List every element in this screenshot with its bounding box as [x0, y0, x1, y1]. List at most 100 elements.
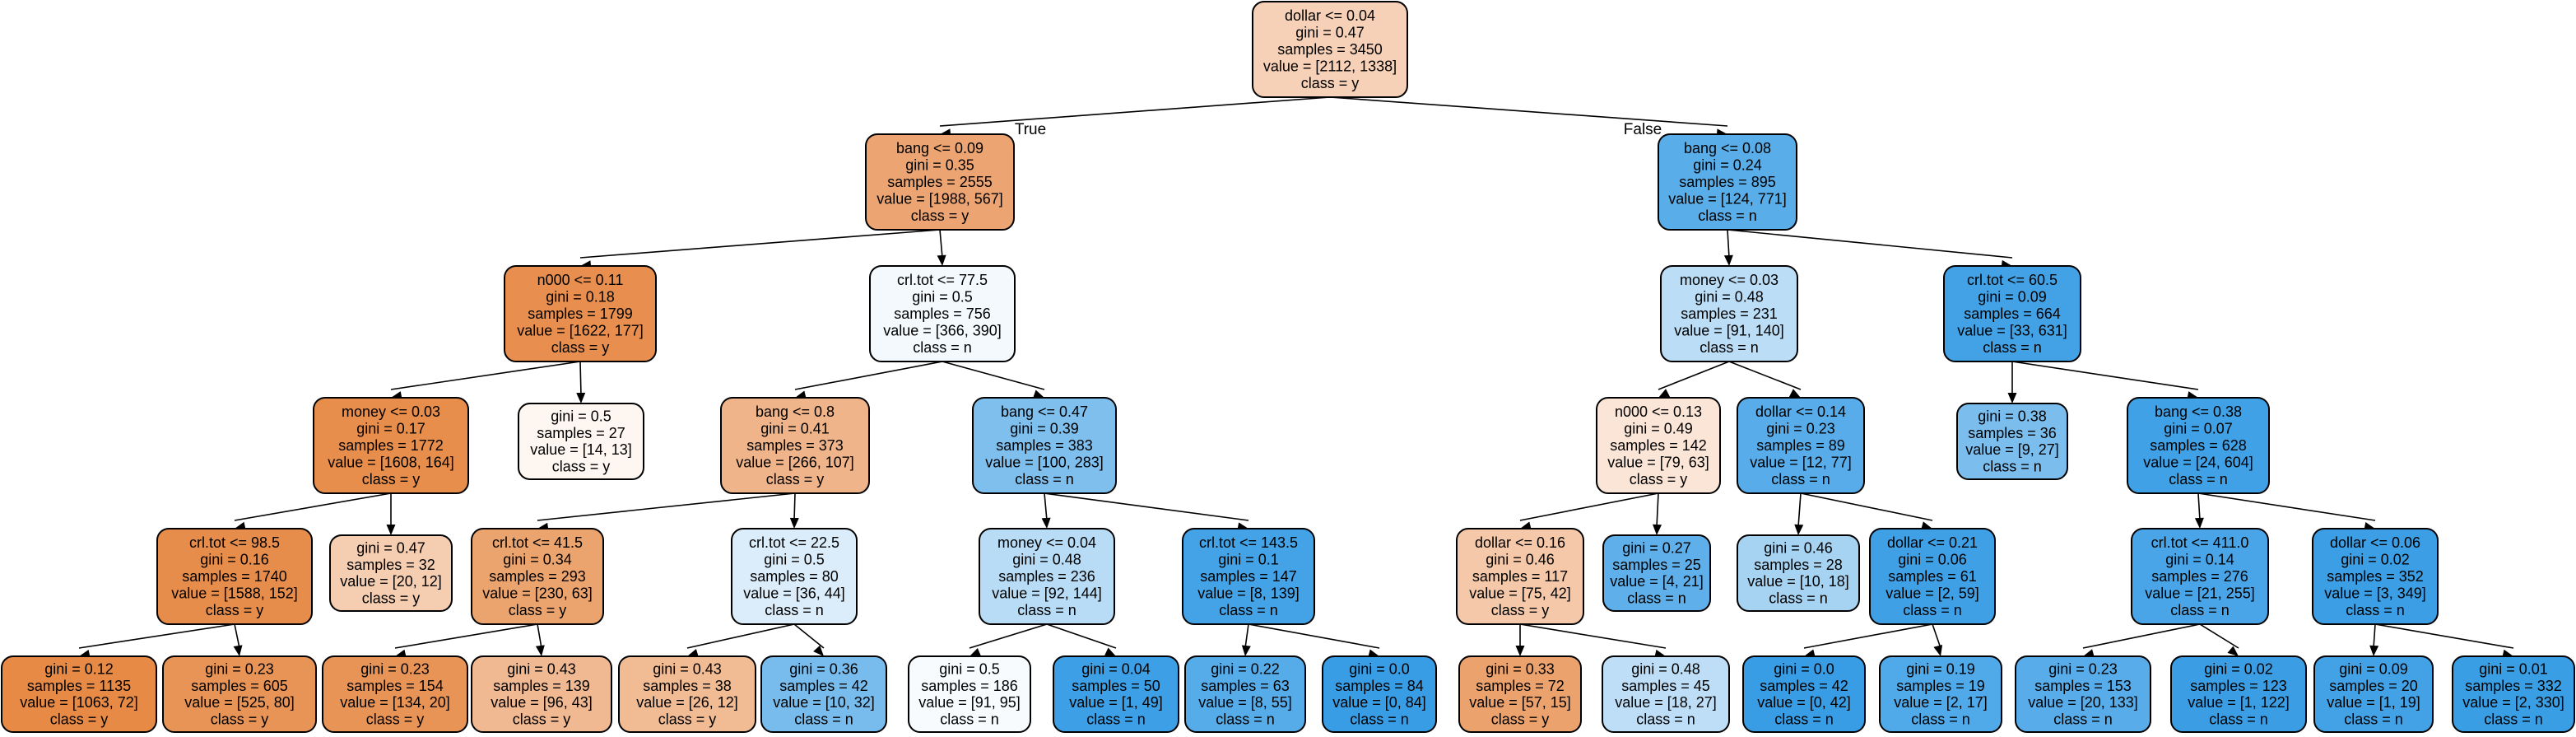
node-text-line: samples = 352	[2327, 568, 2424, 585]
edge-arrowhead	[1653, 524, 1662, 535]
node-text-line: dollar <= 0.04	[1285, 7, 1375, 24]
edge-arrowhead	[2194, 517, 2204, 529]
node-text-line: crl.tot <= 143.5	[1199, 534, 1298, 551]
node-text-line: class = y	[552, 459, 611, 475]
tree-edge	[2082, 623, 2201, 658]
edge-line	[1044, 492, 1048, 521]
node-text-line: gini = 0.04	[1081, 660, 1151, 677]
node-text-line: value = [2112, 1338]	[1263, 58, 1397, 74]
edge-line	[1244, 623, 1249, 649]
node-text-line: samples = 19	[1896, 678, 1985, 694]
node-text-line: value = [26, 12]	[636, 694, 738, 711]
node-box	[2015, 655, 2151, 733]
tree-edge	[1728, 361, 1802, 398]
node-text-line: samples = 117	[1472, 568, 1568, 585]
node-text-line: class = n	[940, 711, 999, 728]
edge-line	[2373, 623, 2376, 649]
edge-line	[78, 623, 235, 649]
node-text-line: class = n	[1017, 602, 1076, 618]
edge-arrowhead	[386, 525, 396, 535]
node-text-line: value = [266, 107]	[736, 454, 854, 470]
node-text-line: gini = 0.23	[1766, 421, 1835, 437]
node-text-line: gini = 0.12	[44, 660, 114, 677]
node-text-line: samples = 42	[1760, 678, 1848, 694]
node-text-line: value = [14, 13]	[530, 441, 632, 458]
node-text-line: samples = 42	[779, 678, 868, 694]
node-box	[1869, 528, 1996, 625]
node-text-line: value = [124, 771]	[1668, 190, 1787, 207]
node-box	[1053, 655, 1179, 733]
tree-edge	[1727, 229, 2013, 269]
node-box	[618, 655, 756, 733]
node-text-line: money <= 0.03	[1680, 272, 1779, 288]
node-text-line: samples = 153	[2034, 678, 2132, 694]
node-text-line: samples = 236	[998, 568, 1095, 585]
node-text-line: dollar <= 0.14	[1755, 403, 1846, 420]
node-text-line: samples = 139	[493, 678, 590, 694]
node-text-line: gini = 0.48	[1631, 660, 1700, 677]
node-text-line: value = [0, 42]	[1757, 694, 1851, 711]
node-text-line: crl.tot <= 411.0	[2151, 534, 2249, 551]
tree-edge	[576, 361, 586, 403]
edge-line	[537, 623, 542, 649]
node-text-line: class = n	[1983, 459, 2042, 475]
tree-edge	[535, 623, 545, 656]
node-text-line: value = [0, 84]	[1332, 694, 1426, 711]
node-box	[1602, 534, 1711, 612]
tree-edge	[686, 623, 795, 658]
edge-arrowhead	[2007, 393, 2017, 403]
node-text-line: class = y	[206, 602, 264, 618]
node-text-line: value = [24, 604]	[2143, 454, 2253, 470]
node-text-line: gini = 0.07	[2164, 421, 2233, 437]
node-box	[1602, 655, 1730, 733]
node-text-line: value = [12, 77]	[1750, 454, 1852, 470]
edge-line	[537, 492, 796, 521]
edge-arrowhead	[1041, 517, 1051, 529]
node-text-line: samples = 895	[1679, 174, 1776, 190]
tree-edge	[1658, 361, 1730, 398]
tree-edge	[1519, 623, 1667, 659]
edge-line	[579, 229, 941, 259]
node-text-line: value = [2, 330]	[2462, 694, 2564, 711]
node-text-line: samples = 28	[1754, 557, 1843, 573]
edge-label-false: False	[1624, 121, 1662, 138]
node-text-line: samples = 186	[921, 678, 1018, 694]
tree-edge	[2199, 623, 2239, 656]
tree-edge	[1653, 492, 1662, 535]
node-text-line: samples = 36	[1968, 425, 2057, 441]
node-text-line: gini = 0.18	[546, 289, 615, 306]
edge-line	[2199, 623, 2239, 649]
node-text-line: class = y	[766, 471, 825, 487]
edge-line	[234, 623, 240, 649]
edge-line	[794, 361, 943, 390]
edge-arrowhead	[1658, 389, 1671, 398]
edge-arrowhead	[1104, 647, 1116, 656]
node-text-line: value = [1988, 567]	[876, 190, 1003, 207]
node-text-line: class = n	[1700, 339, 1759, 356]
node-text-line: gini = 0.5	[912, 289, 973, 306]
node-text-line: gini = 0.01	[2479, 660, 2548, 677]
node-text-line: samples = 89	[1756, 437, 1845, 454]
node-text-line: gini = 0.41	[760, 421, 830, 437]
node-text-line: samples = 1740	[182, 568, 287, 585]
node-text-line: class = n	[1627, 590, 1686, 607]
node-text-line: samples = 63	[1201, 678, 1290, 694]
node-text-line: samples = 756	[894, 306, 991, 322]
node-text-line: gini = 0.43	[653, 660, 722, 677]
node-box	[1456, 528, 1584, 625]
node-text-line: value = [21, 255]	[2145, 585, 2255, 601]
tree-edge	[2007, 362, 2017, 403]
node-box	[979, 528, 1115, 625]
node-text-line: samples = 383	[996, 437, 1093, 454]
node-text-line: samples = 38	[643, 678, 732, 694]
